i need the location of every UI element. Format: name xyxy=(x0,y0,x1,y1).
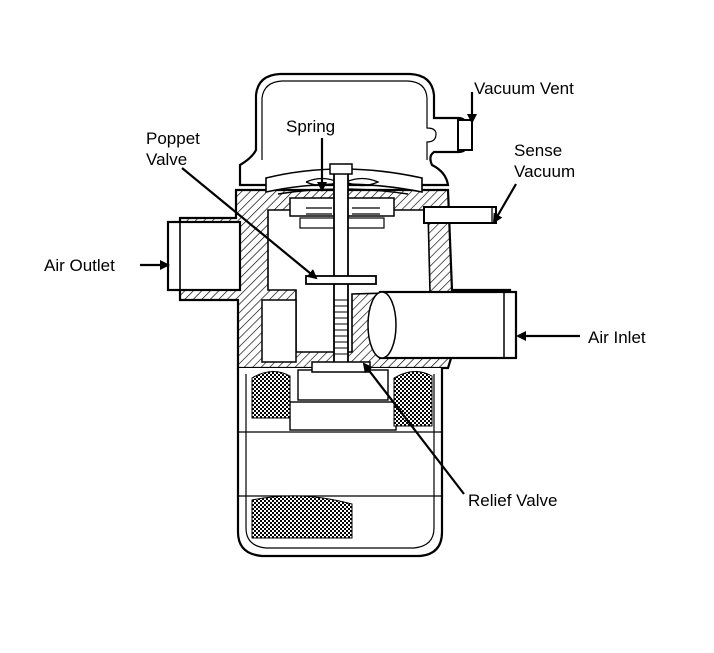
poppet-valve-disc xyxy=(305,275,377,285)
filter-media xyxy=(251,371,433,539)
leader-lines xyxy=(140,92,580,495)
sense-vacuum-leader xyxy=(492,183,517,224)
sense-vacuum-nipple xyxy=(423,206,497,224)
air-outlet-pipe xyxy=(166,220,242,292)
label-air-outlet: Air Outlet xyxy=(44,256,115,275)
poppet-valve-leader xyxy=(181,167,318,280)
label-relief-valve: Relief Valve xyxy=(468,491,558,510)
valve-stem xyxy=(329,163,353,383)
relief-valve-seat xyxy=(311,361,371,373)
vacuum-dome-cover xyxy=(238,72,468,187)
label-vacuum-vent: Vacuum Vent xyxy=(474,79,574,98)
air-inlet-pipe xyxy=(367,290,518,360)
label-air-inlet: Air Inlet xyxy=(588,328,646,347)
relief-valve-leader xyxy=(362,362,465,495)
label-poppet-valve: Poppet Valve xyxy=(146,129,200,169)
label-sense-vacuum: Sense Vacuum xyxy=(514,141,576,181)
vacuum-vent-nipple xyxy=(457,119,473,151)
label-spring: Spring xyxy=(286,117,336,136)
